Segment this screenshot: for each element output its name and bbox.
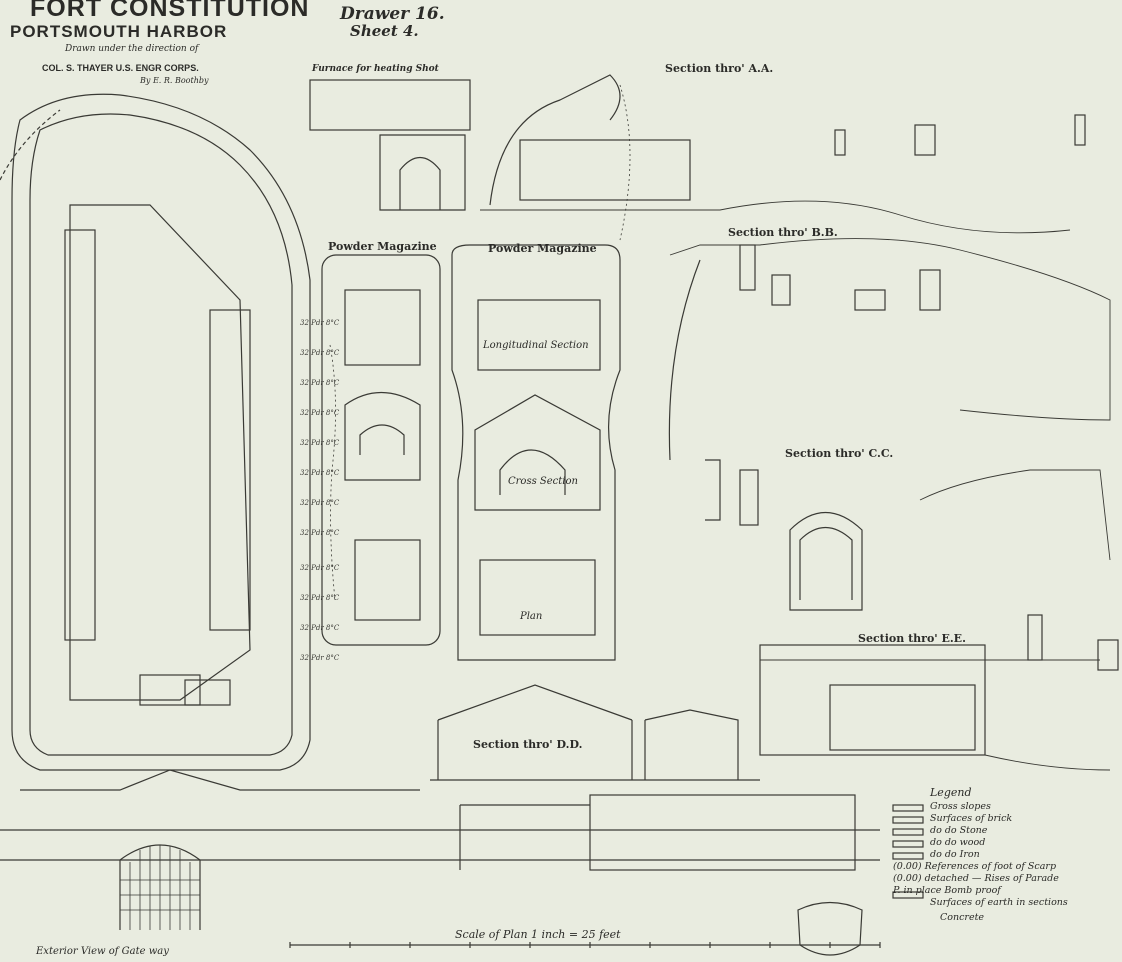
svg-text:32 Pdr 8°C: 32 Pdr 8°C xyxy=(300,624,340,632)
svg-text:32 Pdr 8°C: 32 Pdr 8°C xyxy=(300,439,340,447)
furnace-label: Furnace for heating Shot xyxy=(312,64,439,74)
legend-item: Surfaces of earth in sections xyxy=(930,897,1068,908)
powder-magazine-1-label: Powder Magazine xyxy=(328,240,437,253)
colonel-text: COL. S. THAYER U.S. ENGR CORPS. xyxy=(42,63,199,73)
plan-label: Plan xyxy=(520,611,543,622)
title-line-2: PORTSMOUTH HARBOR xyxy=(10,22,228,41)
author-text: By E. R. Boothby xyxy=(140,76,209,85)
svg-text:32 Pdr 8°C: 32 Pdr 8°C xyxy=(300,469,340,477)
section-aa-label: Section thro' A.A. xyxy=(665,62,774,75)
svg-text:32 Pdr 8°C: 32 Pdr 8°C xyxy=(300,379,340,387)
powder-magazine-2 xyxy=(451,244,621,661)
powder-magazine-2-label: Powder Magazine xyxy=(488,242,597,255)
seal-stamp xyxy=(797,901,863,956)
section-cc-label: Section thro' C.C. xyxy=(785,447,894,460)
legend-item: Surfaces of brick xyxy=(930,813,1013,824)
svg-text:32 Pdr 8°C: 32 Pdr 8°C xyxy=(300,499,340,507)
svg-text:32 Pdr 8°C: 32 Pdr 8°C xyxy=(300,564,340,572)
fort-parade xyxy=(69,204,251,701)
legend-item: (0.00) References of foot of Scarp xyxy=(893,861,1057,872)
fort-rampart-outer xyxy=(11,93,311,771)
legend-title: Legend xyxy=(930,786,972,799)
scale-label: Scale of Plan 1 inch = 25 feet xyxy=(455,928,621,941)
section-aa-building xyxy=(519,139,691,201)
legend-item: Concrete xyxy=(940,912,985,923)
cross-section-label: Cross Section xyxy=(508,476,578,487)
section-dd-label: Section thro' D.D. xyxy=(473,738,583,751)
svg-text:32 Pdr 8°C: 32 Pdr 8°C xyxy=(300,594,340,602)
furnace-box xyxy=(309,79,471,131)
title-line-1: FORT CONSTITUTION xyxy=(30,0,310,22)
svg-text:32 Pdr 8°C: 32 Pdr 8°C xyxy=(300,319,340,327)
powder-magazine-1 xyxy=(321,254,441,646)
fort-rampart-inner xyxy=(29,113,293,756)
legend-item: P. in place Bomb proof xyxy=(893,885,1001,896)
section-dd-roof xyxy=(437,684,633,721)
section-ee-building xyxy=(759,644,986,756)
section-ee-label: Section thro' E.E. xyxy=(858,632,966,645)
legend-item: do do Stone xyxy=(930,825,988,836)
exterior-view-label: Exterior View of Gate way xyxy=(36,946,169,957)
svg-text:32 Pdr 8°C: 32 Pdr 8°C xyxy=(300,529,340,537)
svg-text:32 Pdr 8°C: 32 Pdr 8°C xyxy=(300,349,340,357)
scale-bar xyxy=(289,942,881,948)
svg-text:32 Pdr 8°C: 32 Pdr 8°C xyxy=(300,654,340,662)
drawer-number: Drawer 16. xyxy=(340,4,445,24)
section-bb-label: Section thro' B.B. xyxy=(728,226,838,239)
direction-text: Drawn under the direction of xyxy=(65,44,199,54)
scarp-line xyxy=(0,109,61,181)
svg-text:32 Pdr 8°C: 32 Pdr 8°C xyxy=(300,409,340,417)
legend-item: do do wood xyxy=(930,837,986,848)
gate-section xyxy=(0,769,880,861)
longitudinal-section-label: Longitudinal Section xyxy=(483,340,589,351)
legend-item: Gross slopes xyxy=(930,801,991,812)
sheet-number: Sheet 4. xyxy=(350,22,419,40)
legend-item: (0.00) detached — Rises of Parade xyxy=(893,873,1059,884)
legend-item: do do Iron xyxy=(930,849,980,860)
